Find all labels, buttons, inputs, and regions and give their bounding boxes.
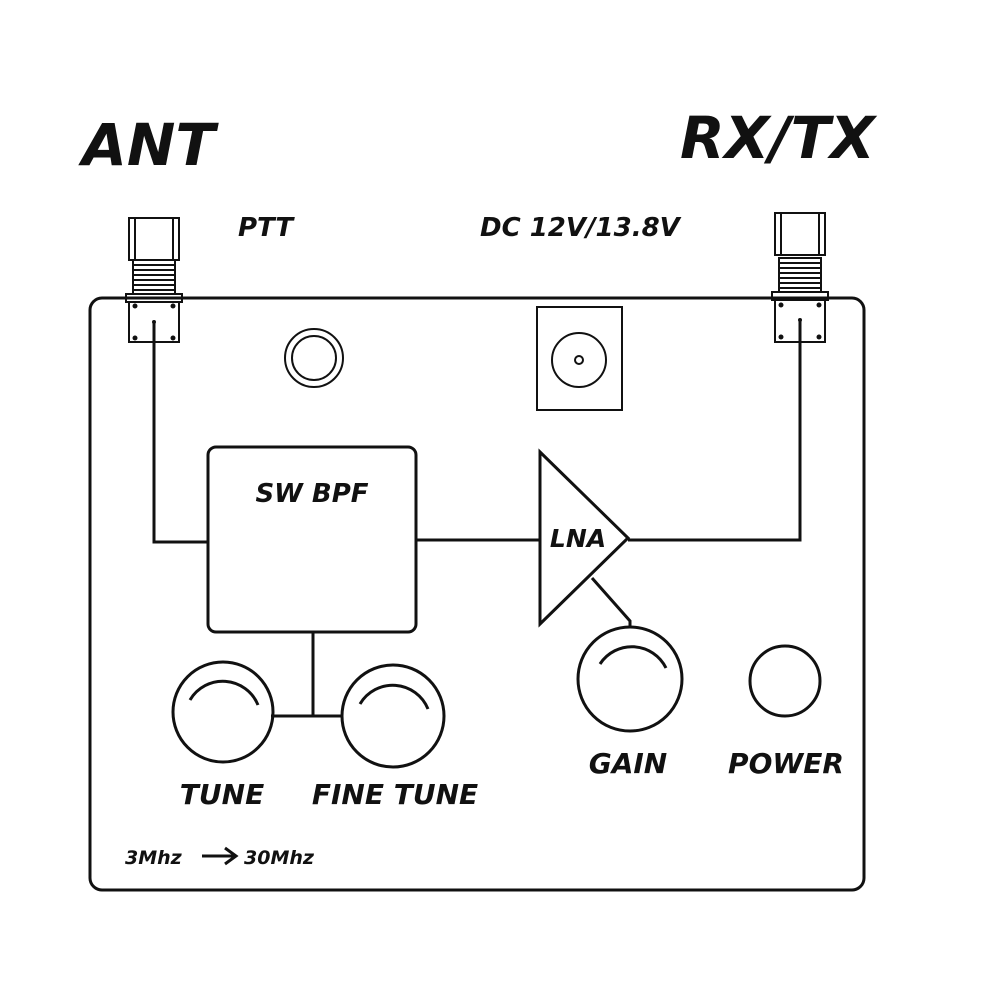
tune-knob[interactable] [171, 660, 275, 764]
power-label: POWER [728, 747, 844, 780]
dc-jack-icon [536, 306, 623, 411]
enclosure [88, 296, 866, 892]
dc-label: DC 12V/13.8V [480, 213, 682, 243]
ptt-jack-icon [284, 328, 344, 388]
fine-tune-label: FINE TUNE [312, 778, 478, 811]
gain-knob[interactable] [576, 625, 684, 733]
sw-bpf-block [206, 445, 418, 634]
sw-bpf-label: SW BPF [255, 479, 368, 509]
power-button[interactable] [748, 644, 822, 718]
lna-amplifier [538, 448, 631, 628]
tune-label: TUNE [180, 778, 264, 811]
lna-to-rxtx-wire [628, 320, 802, 542]
ant-title: ANT [78, 111, 219, 179]
lna-label: LNA [550, 524, 606, 553]
range-from-label: 3Mhz [125, 847, 183, 869]
arrow-right-icon [202, 846, 239, 866]
gain-label: GAIN [589, 747, 668, 780]
rxtx-title: RX/TX [680, 104, 878, 172]
range-to-label: 30Mhz [244, 847, 315, 869]
lna-to-gain-wire [590, 577, 632, 628]
ant-to-bpf-wire [152, 322, 208, 544]
fine-tune-knob[interactable] [340, 663, 446, 769]
ptt-label: PTT [238, 213, 295, 243]
bpf-to-tune-wire [271, 632, 343, 718]
